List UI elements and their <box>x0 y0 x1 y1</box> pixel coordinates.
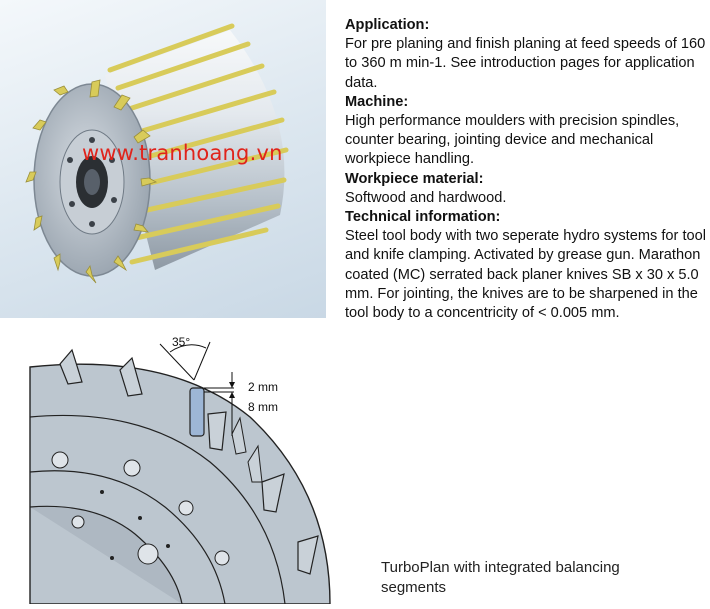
watermark: www.tranhoang.vn <box>82 141 283 165</box>
heading-technical-information: Technical information: <box>345 209 501 226</box>
heading-workpiece-material: Workpiece material: <box>345 170 484 187</box>
spec-text: Application: For pre planing and finish … <box>345 16 707 323</box>
technical-drawing: 35° 2 mm 8 mm <box>0 322 360 605</box>
heading-application: Application: <box>345 17 430 33</box>
angle-label: 35° <box>172 335 190 349</box>
caption: TurboPlan with integrated balancing segm… <box>381 559 620 596</box>
product-photo: www.tranhoang.vn <box>0 0 326 318</box>
machine-text: High performance moulders with precision… <box>345 113 680 168</box>
heading-machine: Machine: <box>345 93 409 110</box>
application-text: For pre planing and finish planing at fe… <box>345 36 706 91</box>
workpiece-material-text: Softwood and hardwood. <box>345 189 507 206</box>
dim-8mm: 8 mm <box>248 400 278 414</box>
dim-2mm: 2 mm <box>248 380 278 394</box>
technical-information-text: Steel tool body with two seperate hydro … <box>345 228 706 322</box>
